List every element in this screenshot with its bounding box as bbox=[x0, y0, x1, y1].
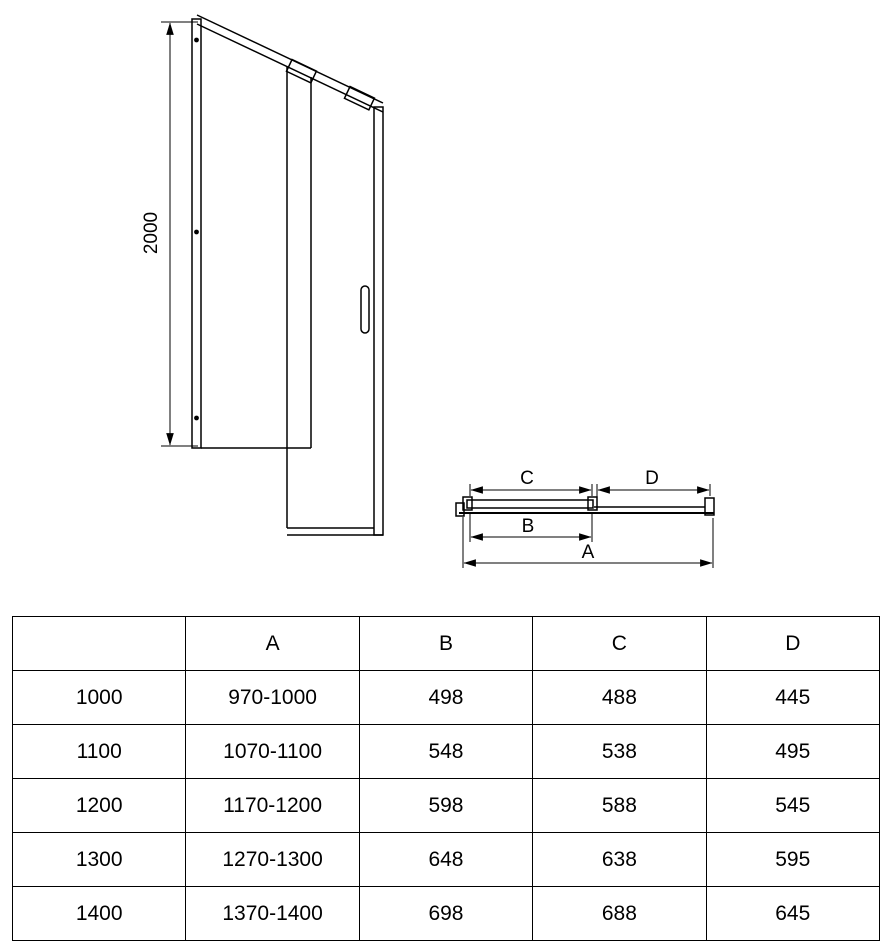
cell-d: 595 bbox=[705, 832, 881, 887]
table-row: 1100 1070-1100 548 538 495 bbox=[11, 724, 881, 779]
table-header-row: A B C D bbox=[11, 616, 881, 671]
cell-b: 498 bbox=[358, 670, 534, 725]
cell-c: 688 bbox=[532, 886, 707, 941]
cell-d: 545 bbox=[705, 778, 881, 833]
wall-profile bbox=[191, 18, 202, 449]
col-header-b: B bbox=[358, 616, 534, 671]
plan-dimension-lines bbox=[462, 484, 714, 568]
cell-a: 1070-1100 bbox=[185, 724, 360, 779]
col-header-a: A bbox=[185, 616, 360, 671]
table-row: 1000 970-1000 498 488 445 bbox=[11, 670, 881, 725]
cell-size: 1000 bbox=[11, 670, 187, 725]
top-track bbox=[196, 14, 384, 113]
plan-door-assembly bbox=[455, 496, 715, 517]
cell-b: 548 bbox=[358, 724, 534, 779]
table-row: 1400 1370-1400 698 688 645 bbox=[11, 886, 881, 941]
table-row: 1300 1270-1300 648 638 595 bbox=[11, 832, 881, 887]
cell-c: 488 bbox=[532, 670, 707, 725]
table-row: 1200 1170-1200 598 588 545 bbox=[11, 778, 881, 833]
dim-d-label: D bbox=[645, 468, 659, 489]
cell-c: 588 bbox=[532, 778, 707, 833]
cell-size: 1200 bbox=[11, 778, 187, 833]
cell-b: 598 bbox=[358, 778, 534, 833]
height-dimension bbox=[161, 21, 198, 447]
height-dim-label: 2000 bbox=[141, 212, 162, 254]
front-view bbox=[161, 14, 384, 536]
cell-d: 495 bbox=[705, 724, 881, 779]
dim-b-label: B bbox=[522, 516, 535, 537]
roller-right-icon bbox=[343, 85, 376, 111]
cell-b: 648 bbox=[358, 832, 534, 887]
dim-c-label: C bbox=[520, 468, 534, 489]
cell-a: 1270-1300 bbox=[185, 832, 360, 887]
cell-size: 1400 bbox=[11, 886, 187, 941]
dim-a-label: A bbox=[582, 542, 595, 563]
fixed-panel bbox=[201, 77, 312, 449]
cell-size: 1100 bbox=[11, 724, 187, 779]
cell-c: 538 bbox=[532, 724, 707, 779]
col-header-blank bbox=[11, 616, 187, 671]
cell-b: 698 bbox=[358, 886, 534, 941]
mount-hole-bottom bbox=[194, 415, 199, 421]
mount-hole-top bbox=[194, 37, 199, 43]
sliding-panel bbox=[286, 67, 384, 536]
mount-hole-middle bbox=[194, 229, 199, 235]
roller-left-icon bbox=[285, 58, 318, 84]
col-header-c: C bbox=[532, 616, 707, 671]
cell-d: 645 bbox=[705, 886, 881, 941]
door-handle bbox=[360, 285, 370, 334]
technical-drawing: 2000 C D B A bbox=[141, 14, 715, 568]
cell-d: 445 bbox=[705, 670, 881, 725]
cell-a: 970-1000 bbox=[185, 670, 360, 725]
cell-size: 1300 bbox=[11, 832, 187, 887]
cell-a: 1170-1200 bbox=[185, 778, 360, 833]
col-header-d: D bbox=[705, 616, 881, 671]
plan-view bbox=[455, 484, 715, 568]
cell-c: 638 bbox=[532, 832, 707, 887]
cell-a: 1370-1400 bbox=[185, 886, 360, 941]
dimension-table: A B C D 1000 970-1000 498 488 445 1100 1… bbox=[11, 616, 881, 941]
